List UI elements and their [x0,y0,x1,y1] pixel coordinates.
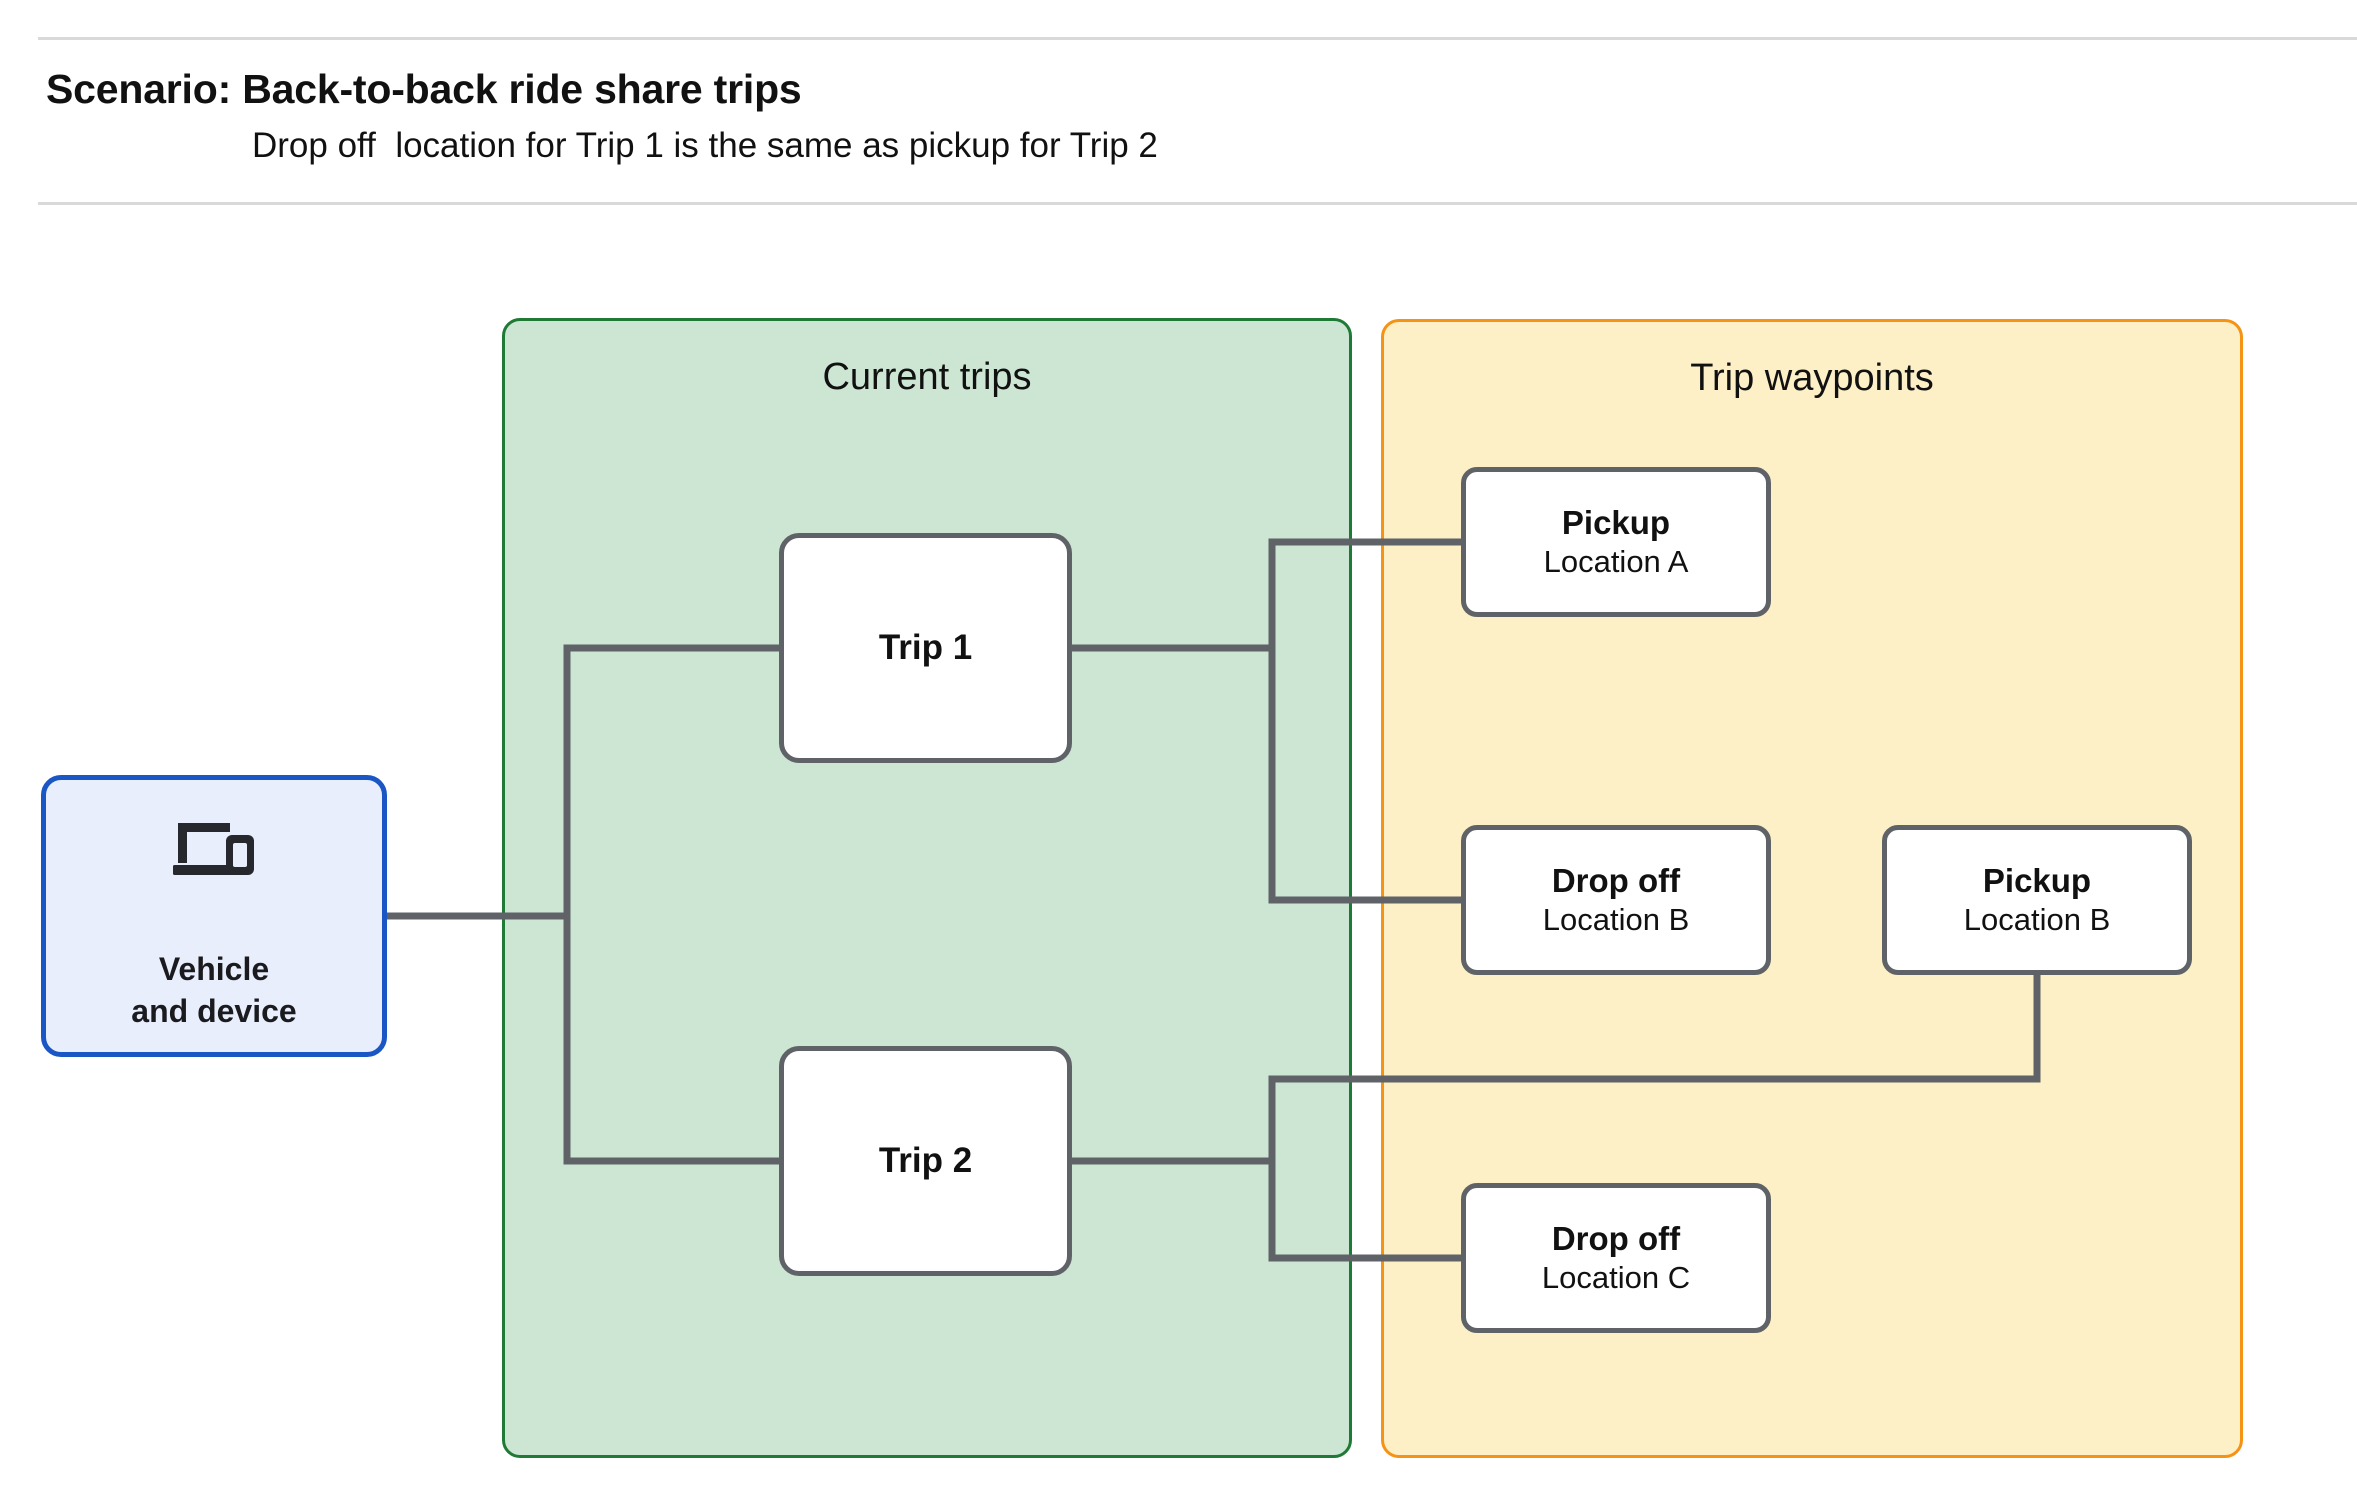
trip-node-1[interactable]: Trip 1 [779,533,1072,763]
page-subtitle: Drop off location for Trip 1 is the same… [252,126,1158,165]
page-title: Scenario: Back-to-back ride share trips [46,66,802,112]
waypoint-location-label: Location A [1543,543,1689,579]
waypoint-kind-label: Pickup [1561,503,1671,541]
waypoint-node-pickup-location-a[interactable]: Pickup Location A [1461,467,1771,617]
vehicle-and-device-node[interactable]: Vehicle and device [41,775,387,1057]
group-trip-waypoints-title: Trip waypoints [1690,357,1934,399]
waypoint-kind-label: Drop off [1551,1219,1681,1257]
trip-1-label: Trip 1 [878,628,973,667]
waypoint-location-label: Location B [1542,901,1690,937]
waypoint-node-dropoff-location-c[interactable]: Drop off Location C [1461,1183,1771,1333]
waypoint-location-label: Location C [1541,1259,1691,1295]
waypoint-kind-label: Drop off [1551,861,1681,899]
header-band: Scenario: Back-to-back ride share trips … [0,0,2357,206]
waypoint-location-label: Location B [1963,901,2111,937]
waypoint-node-pickup-location-b[interactable]: Pickup Location B [1882,825,2192,975]
group-current-trips: Current trips [502,318,1352,1458]
header-divider-top [38,37,2357,40]
waypoint-node-dropoff-location-b[interactable]: Drop off Location B [1461,825,1771,975]
group-current-trips-title: Current trips [822,356,1032,398]
header-divider-bottom [38,202,2357,205]
waypoint-kind-label: Pickup [1982,861,2092,899]
trip-2-label: Trip 2 [878,1141,973,1180]
trip-node-2[interactable]: Trip 2 [779,1046,1072,1276]
vehicle-and-device-label: Vehicle and device [131,951,297,1030]
laptop-and-phone-icon [46,816,382,878]
